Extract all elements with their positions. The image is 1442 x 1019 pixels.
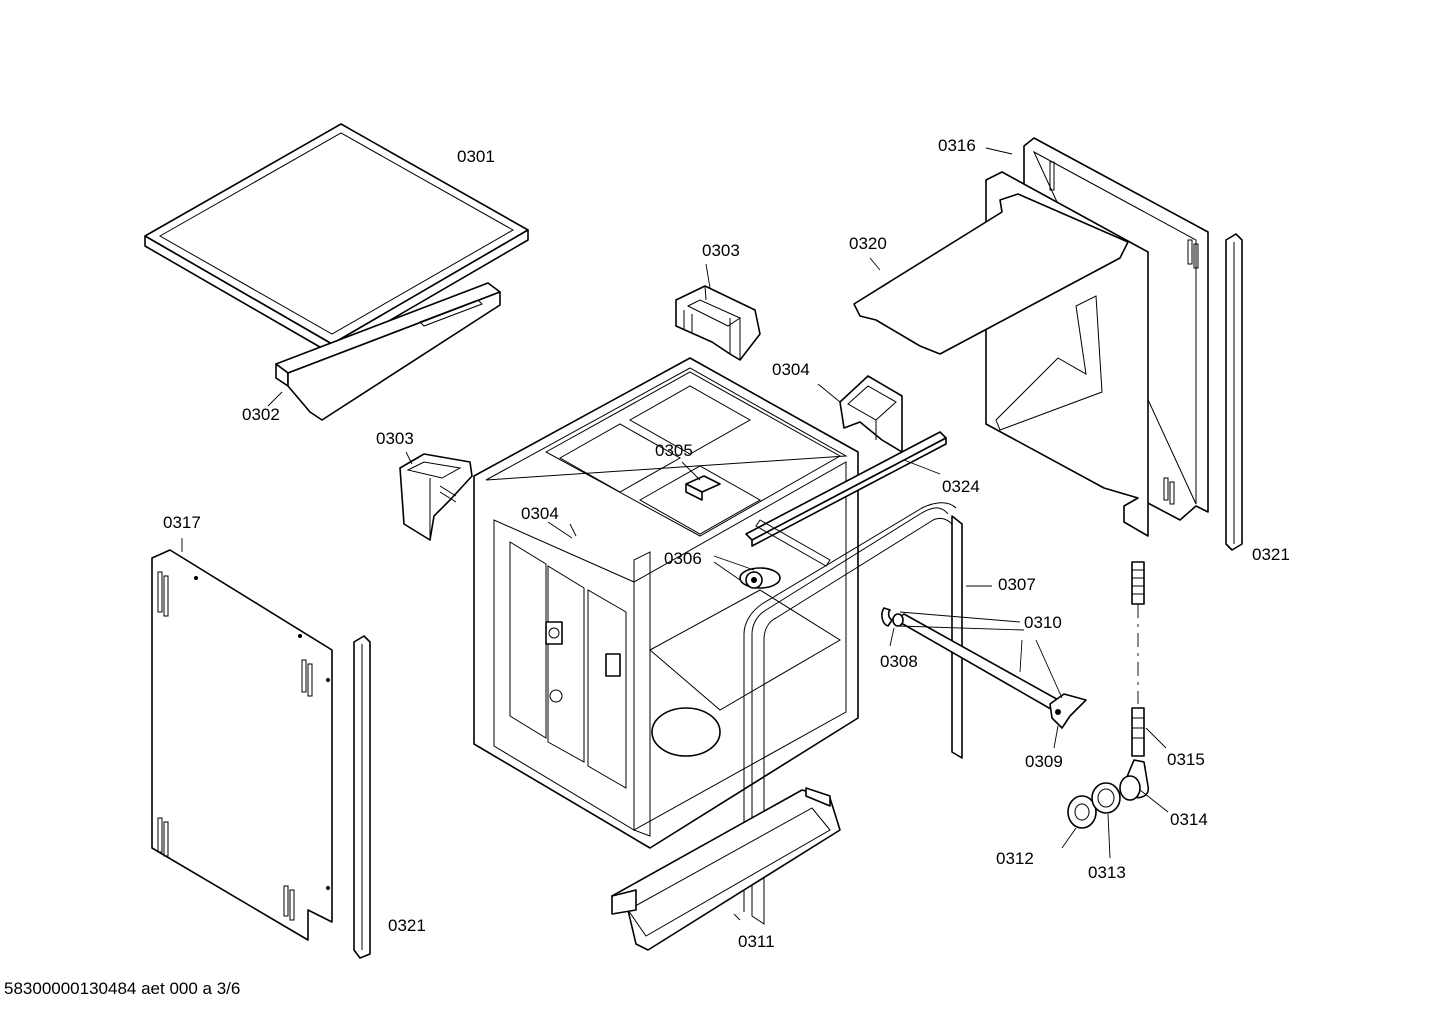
part-labels: 0301 0302 0303 0303 0304 0304 0305 0306 … (163, 136, 1290, 951)
leader-lines (181, 147, 1169, 921)
label-0306: 0306 (664, 549, 702, 568)
label-0310: 0310 (1024, 613, 1062, 632)
part-0304-bracket-upper (839, 375, 903, 453)
part-0314-fitting (1119, 759, 1150, 801)
document-footer-id: 58300000130484 aet 000 a 3/6 (4, 979, 241, 998)
label-0305: 0305 (655, 441, 693, 460)
part-0315-hose (1131, 561, 1145, 757)
label-0312: 0312 (996, 849, 1034, 868)
label-0304-upper: 0304 (772, 360, 810, 379)
label-0308: 0308 (880, 652, 918, 671)
part-0305-clip (685, 475, 721, 501)
part-0308-clip (881, 607, 893, 627)
part-0311-kickplate (611, 787, 841, 951)
part-0320-inner-panel (853, 171, 1149, 537)
part-0307-frame (743, 502, 963, 925)
part-0309-elbow (1049, 693, 1087, 729)
label-0313: 0313 (1088, 863, 1126, 882)
part-0312-nut (1067, 795, 1097, 829)
label-0311: 0311 (738, 932, 775, 951)
part-0321-strip-right (1225, 233, 1243, 551)
part-0321-strip-left (353, 635, 371, 959)
part-0303-clip-lower (399, 453, 473, 541)
label-0317: 0317 (163, 513, 201, 532)
label-0320: 0320 (849, 234, 887, 253)
label-0304-lower: 0304 (521, 504, 559, 523)
part-0301-worktop (144, 123, 529, 355)
label-0309: 0309 (1025, 752, 1063, 771)
part-0313-ring (1091, 782, 1121, 814)
label-0303-upper: 0303 (702, 241, 740, 260)
label-0315: 0315 (1167, 750, 1205, 769)
part-0324-bar (745, 431, 947, 567)
part-0302-trim (275, 282, 501, 421)
label-0314: 0314 (1170, 810, 1208, 829)
part-0317-side-panel (151, 549, 333, 941)
label-0303-lower: 0303 (376, 429, 414, 448)
label-0321-right: 0321 (1252, 545, 1290, 564)
label-0316: 0316 (938, 136, 976, 155)
label-0302: 0302 (242, 405, 280, 424)
part-tub-body (473, 357, 859, 849)
label-0321-left: 0321 (388, 916, 426, 935)
label-0301: 0301 (457, 147, 495, 166)
label-0307: 0307 (998, 575, 1036, 594)
label-0324: 0324 (942, 477, 980, 496)
part-0306-wingnut (739, 567, 781, 589)
part-0303-clip-upper (675, 285, 761, 361)
